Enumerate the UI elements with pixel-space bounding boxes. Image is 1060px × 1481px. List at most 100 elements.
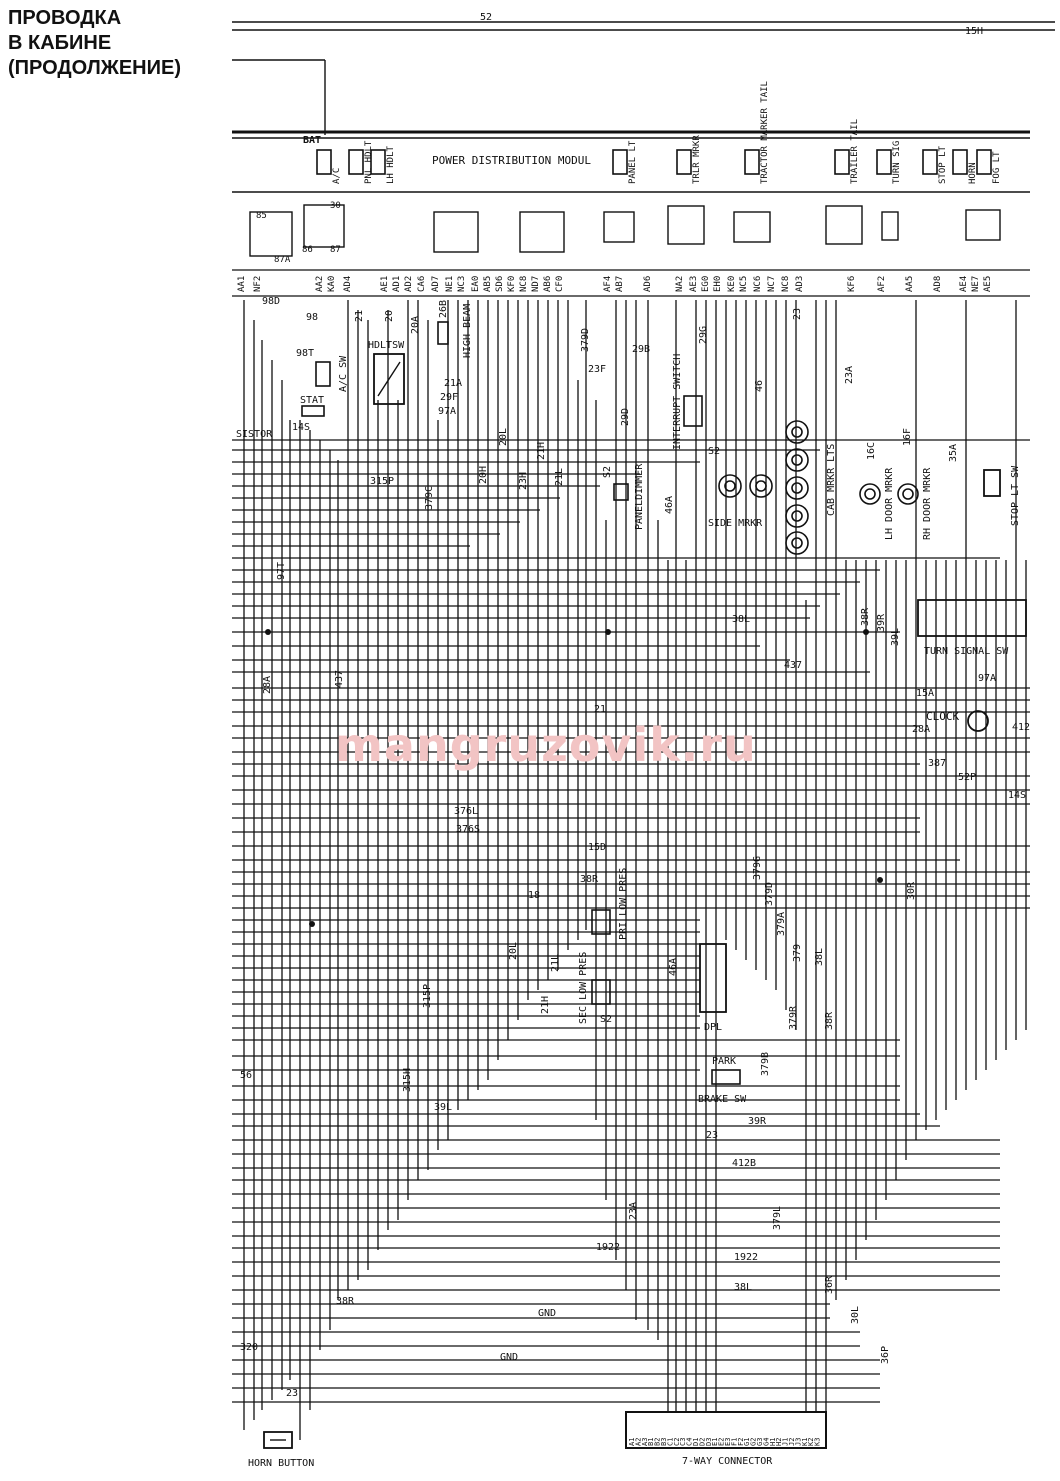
cab-marker-lamps	[785, 420, 809, 555]
wire-20l: 20L	[498, 428, 509, 446]
wire-label-52: 52	[480, 12, 492, 23]
pdm-pin-label: AA1	[237, 276, 247, 292]
stat: STAT	[300, 395, 325, 417]
wire-379a: 379A	[776, 912, 787, 936]
sec-low-pres-label: SEC LOW PRES	[578, 952, 589, 1024]
connector-pin: K3	[814, 1438, 822, 1446]
wire-379c: 379C	[424, 486, 435, 510]
wire-98: 98	[306, 312, 318, 323]
interrupt-switch: INTERRUPT SWITCH S2	[672, 354, 720, 457]
pdm-pin-label: EH0	[713, 276, 723, 292]
resistor-label: SISTOR	[236, 429, 273, 440]
wire-38r-b: 38R	[580, 874, 599, 885]
wire-21a: 21A	[444, 378, 462, 389]
wire-29f: 29F	[440, 392, 458, 403]
wire-46: 46	[754, 380, 765, 392]
watermark: mangruzovik.ru	[335, 718, 757, 772]
pdm-pin-label: NA2	[675, 276, 685, 292]
wire-21l: 21L	[554, 468, 565, 486]
top-bus: 52 15H BAT	[232, 12, 1055, 146]
relay-pin-85: 85	[256, 211, 267, 221]
title-line-2: В КАБИНЕ	[8, 32, 112, 54]
connector-pin: A3	[641, 1438, 649, 1446]
cab-mrkr-lts-label: CAB MRKR LTS	[826, 444, 837, 516]
connector-pin: E2	[718, 1438, 726, 1446]
connector-pin: G1	[743, 1438, 751, 1446]
hdltsw-label: HDLTSW	[368, 340, 405, 351]
wire-412: 412	[1012, 722, 1030, 733]
pdm-pin-label: AB7	[615, 276, 625, 292]
fuse-label: TRACTOR MARKER TAIL	[760, 81, 770, 184]
relay-pin-86: 86	[302, 245, 313, 255]
pdm-pin-label: AF4	[603, 276, 613, 292]
wire-39l: 39L	[890, 628, 901, 646]
fuse-label: PNL HDLT	[364, 140, 374, 184]
side-mrkr-label: SIDE MRKR	[708, 518, 763, 529]
wire-23-b: 23	[706, 1130, 718, 1141]
wire-20: 20	[384, 310, 395, 322]
brake-sw-label: BRAKE SW	[698, 1094, 747, 1105]
pdm-pin-label: AA2	[315, 276, 325, 292]
rh-door-mrkr-label: RH DOOR MRKR	[922, 467, 933, 540]
wire-labels: 98D 98 98T 14S 21 20 20A 26B 21A 29F 97A…	[240, 296, 1030, 1399]
pdm-pin-label: AD1	[392, 276, 402, 292]
wire-20h: 20H	[478, 466, 489, 484]
connector-pin: C3	[679, 1438, 687, 1446]
wire-379d-b: 379D	[764, 882, 775, 906]
dpl-label: DPL	[704, 1022, 722, 1033]
fuse-label: PANEL LT	[628, 140, 638, 184]
relay-pin-87a: 87A	[274, 255, 291, 265]
wire-29d: 29D	[620, 408, 631, 426]
wire-14s-b: 14S	[1008, 790, 1026, 801]
wire-38r: 38R	[860, 607, 871, 626]
fuse-label: FOG LT	[992, 151, 1002, 184]
pdm-pin-label: AE1	[380, 276, 390, 292]
wire-97a: 97A	[438, 406, 456, 417]
pdm-pin-label: AE4	[959, 276, 969, 292]
pdm-pin-label: SD6	[495, 276, 505, 292]
wire-39l-b: 39L	[434, 1102, 452, 1113]
wire-label-15h: 15H	[965, 26, 983, 37]
horn-button-label: HORN BUTTON	[248, 1458, 314, 1469]
wire-23f: 23F	[588, 364, 606, 375]
seven-way-label: 7-WAY CONNECTOR	[682, 1456, 773, 1467]
wire-18: 18	[528, 890, 540, 901]
fuse-label: HORN	[968, 162, 978, 184]
connector-pin: A1	[628, 1438, 636, 1446]
pdm-pin-label: EG0	[701, 276, 711, 292]
panel-dimmer: PANELDIMMER S2	[602, 463, 645, 530]
pdm-pin-label: AD4	[343, 276, 353, 292]
wire-437-b: 437	[784, 660, 802, 671]
stat-label: STAT	[300, 395, 324, 406]
wire-grid	[232, 300, 1030, 1440]
wire-97t: 97T	[276, 562, 287, 580]
connector-pin: A2	[634, 1438, 642, 1446]
pdm-pin-label: AE5	[983, 276, 993, 292]
wire-38r-d: 38R	[336, 1296, 355, 1307]
pdm-pin-label: CA6	[417, 276, 427, 292]
wire-15a: 15A	[916, 688, 934, 699]
connector-pin: D2	[698, 1438, 706, 1446]
wire-46a: 46A	[664, 496, 675, 514]
fuse-label: A/C	[332, 168, 342, 184]
pdm-pin-label: AB6	[543, 276, 553, 292]
wire-36r: 36R	[824, 1275, 835, 1294]
wire-98t: 98T	[296, 348, 314, 359]
pdm-pin-label: AD8	[933, 276, 943, 292]
clock-label: CLOCK	[926, 710, 959, 723]
connector-pin: B3	[660, 1438, 668, 1446]
wire-320: 320	[240, 1342, 258, 1353]
pdm-pin-label: AB5	[483, 276, 493, 292]
headlight-switch: HDLTSW	[368, 340, 405, 405]
connector-pin: D1	[692, 1438, 700, 1446]
connector-pin: E3	[724, 1438, 732, 1446]
pdm-pin-label: NE7	[971, 276, 981, 292]
relay-pin-87: 87	[330, 245, 341, 255]
fuse-label: STOP LT	[938, 145, 948, 184]
relays	[249, 204, 1001, 257]
wire-97a-b: 97A	[978, 673, 996, 684]
pdm-pin-label: KF6	[847, 276, 857, 292]
